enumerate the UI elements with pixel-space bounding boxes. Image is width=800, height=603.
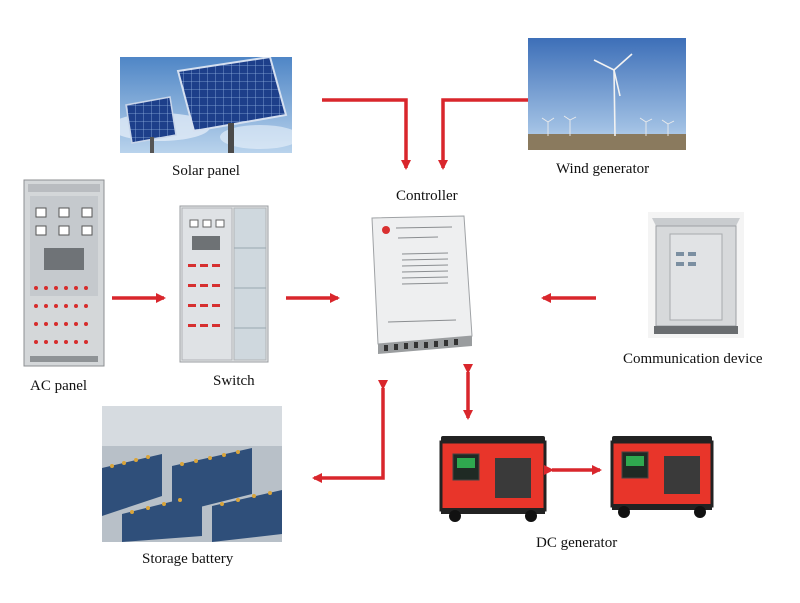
label-ac-panel: AC panel bbox=[30, 378, 88, 394]
label-dc-generator: DC generator bbox=[536, 535, 618, 551]
arrow-controller-battery bbox=[312, 380, 388, 483]
ac-panel-image bbox=[23, 179, 105, 367]
wind-generator-image bbox=[528, 38, 686, 150]
switch-image bbox=[179, 205, 269, 363]
label-communication-device: Communication device bbox=[623, 351, 763, 367]
arrow-wind-to-controller bbox=[438, 98, 528, 170]
solar-panel-image bbox=[120, 57, 292, 153]
storage-battery-image bbox=[102, 406, 282, 542]
dc-generator-image-left bbox=[439, 436, 547, 522]
label-solar-panel: Solar panel bbox=[172, 163, 240, 179]
label-storage-battery: Storage battery bbox=[142, 551, 234, 567]
arrow-solar-to-controller bbox=[322, 98, 411, 170]
label-wind-generator: Wind generator bbox=[556, 161, 650, 177]
communication-device-image bbox=[648, 212, 744, 338]
label-switch: Switch bbox=[213, 373, 255, 389]
label-controller: Controller bbox=[396, 188, 458, 204]
dc-generator-image-right bbox=[610, 436, 714, 518]
controller-image bbox=[371, 215, 473, 354]
